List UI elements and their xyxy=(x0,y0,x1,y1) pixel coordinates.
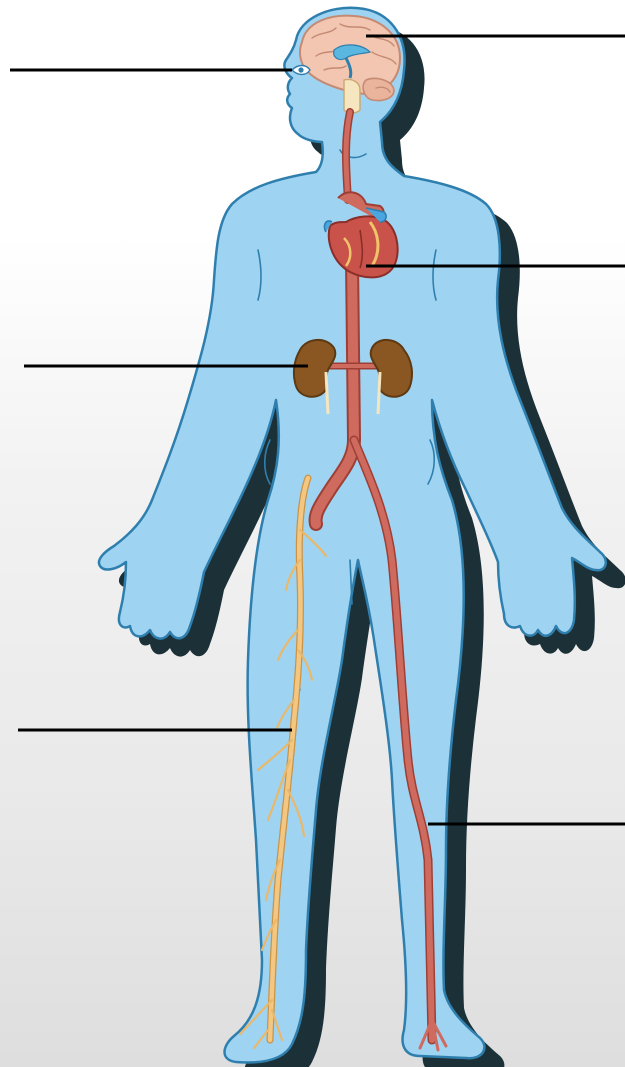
human-body-silhouette xyxy=(99,8,606,1063)
